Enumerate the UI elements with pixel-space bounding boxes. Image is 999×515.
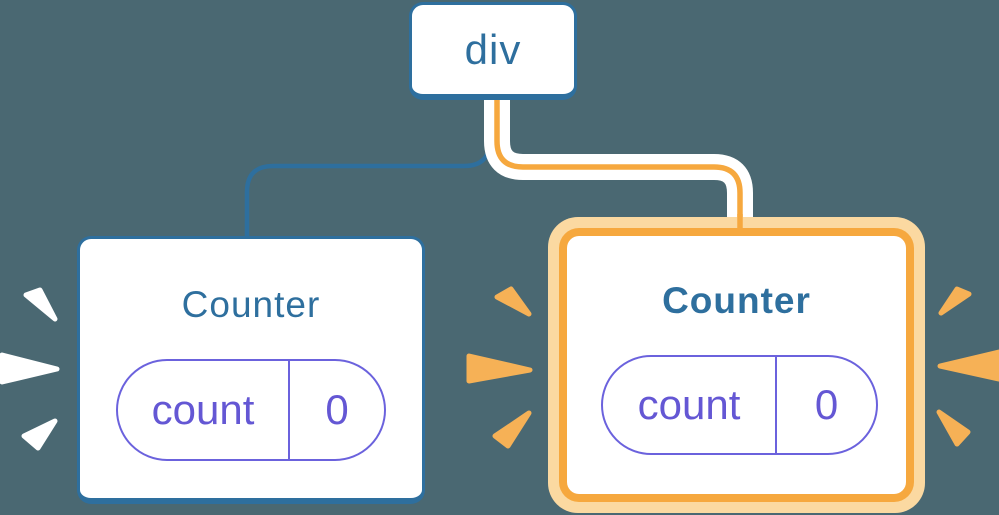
spark-burst-white-icon [0,287,60,451]
state-name-right: count [603,357,777,453]
spark-icon [936,409,971,447]
counter-card-left: Counter count 0 [77,236,425,504]
state-pill-left: count 0 [116,359,386,461]
root-node: div [409,2,577,100]
state-pill-right: count 0 [601,355,878,455]
counter-card-right-highlight-glow: Counter count 0 [548,217,925,513]
counter-title-right: Counter [662,280,811,321]
state-name-left: count [118,361,290,459]
spark-icon [466,353,533,384]
spark-icon [937,349,999,382]
state-value-left: 0 [325,386,349,433]
spark-icon [23,287,58,322]
counter-card-right: Counter count 0 [567,236,906,494]
spark-icon [492,410,532,449]
spark-burst-orange-right-icon [936,286,999,447]
counter-card-right-highlight-ring: Counter count 0 [559,228,914,502]
connector-edge-right [494,95,743,219]
root-node-label: div [464,25,522,73]
counter-title-left: Counter [181,284,321,325]
state-value-right: 0 [814,381,839,428]
spark-icon [0,352,60,385]
spark-icon [938,286,972,316]
spark-icon [494,286,532,317]
spark-icon [21,418,58,451]
spark-burst-orange-left-icon [466,286,533,449]
